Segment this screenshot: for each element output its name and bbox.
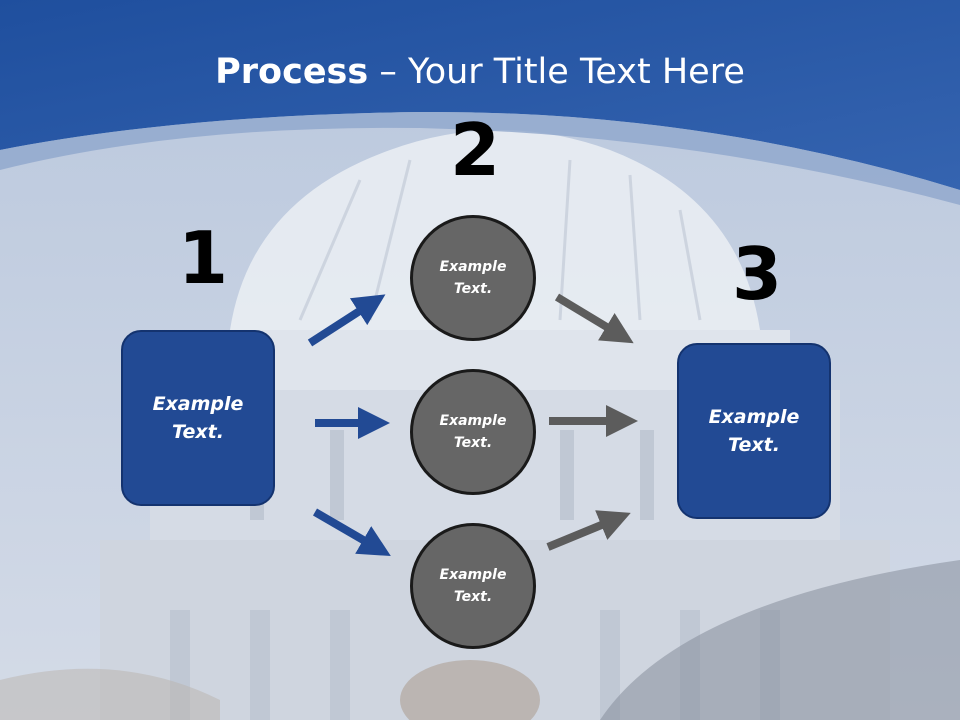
step-number-1: 1	[178, 216, 229, 300]
step-number-2: 2	[450, 108, 501, 192]
title-bold: Process	[215, 52, 369, 92]
arrow-left-to-bottom	[312, 508, 391, 557]
circle-bottom: Example Text.	[410, 523, 536, 649]
circle-bottom-text: Example Text.	[439, 566, 507, 605]
right-box-text: Example Text.	[708, 405, 800, 457]
left-process-box: Example Text.	[121, 330, 275, 506]
circle-top: Example Text.	[410, 215, 536, 341]
step-number-3: 3	[732, 232, 783, 316]
left-box-text: Example Text.	[152, 392, 244, 444]
arrow-left-to-top	[307, 294, 386, 347]
arrow-top-to-right	[554, 293, 634, 344]
circle-top-text: Example Text.	[439, 258, 507, 297]
circle-middle-text: Example Text.	[439, 412, 507, 451]
circle-middle: Example Text.	[410, 369, 536, 495]
right-process-box: Example Text.	[677, 343, 831, 519]
title-rest: – Your Title Text Here	[368, 52, 745, 92]
arrow-bottom-to-right	[546, 510, 631, 551]
slide-title: Process – Your Title Text Here	[0, 52, 960, 92]
